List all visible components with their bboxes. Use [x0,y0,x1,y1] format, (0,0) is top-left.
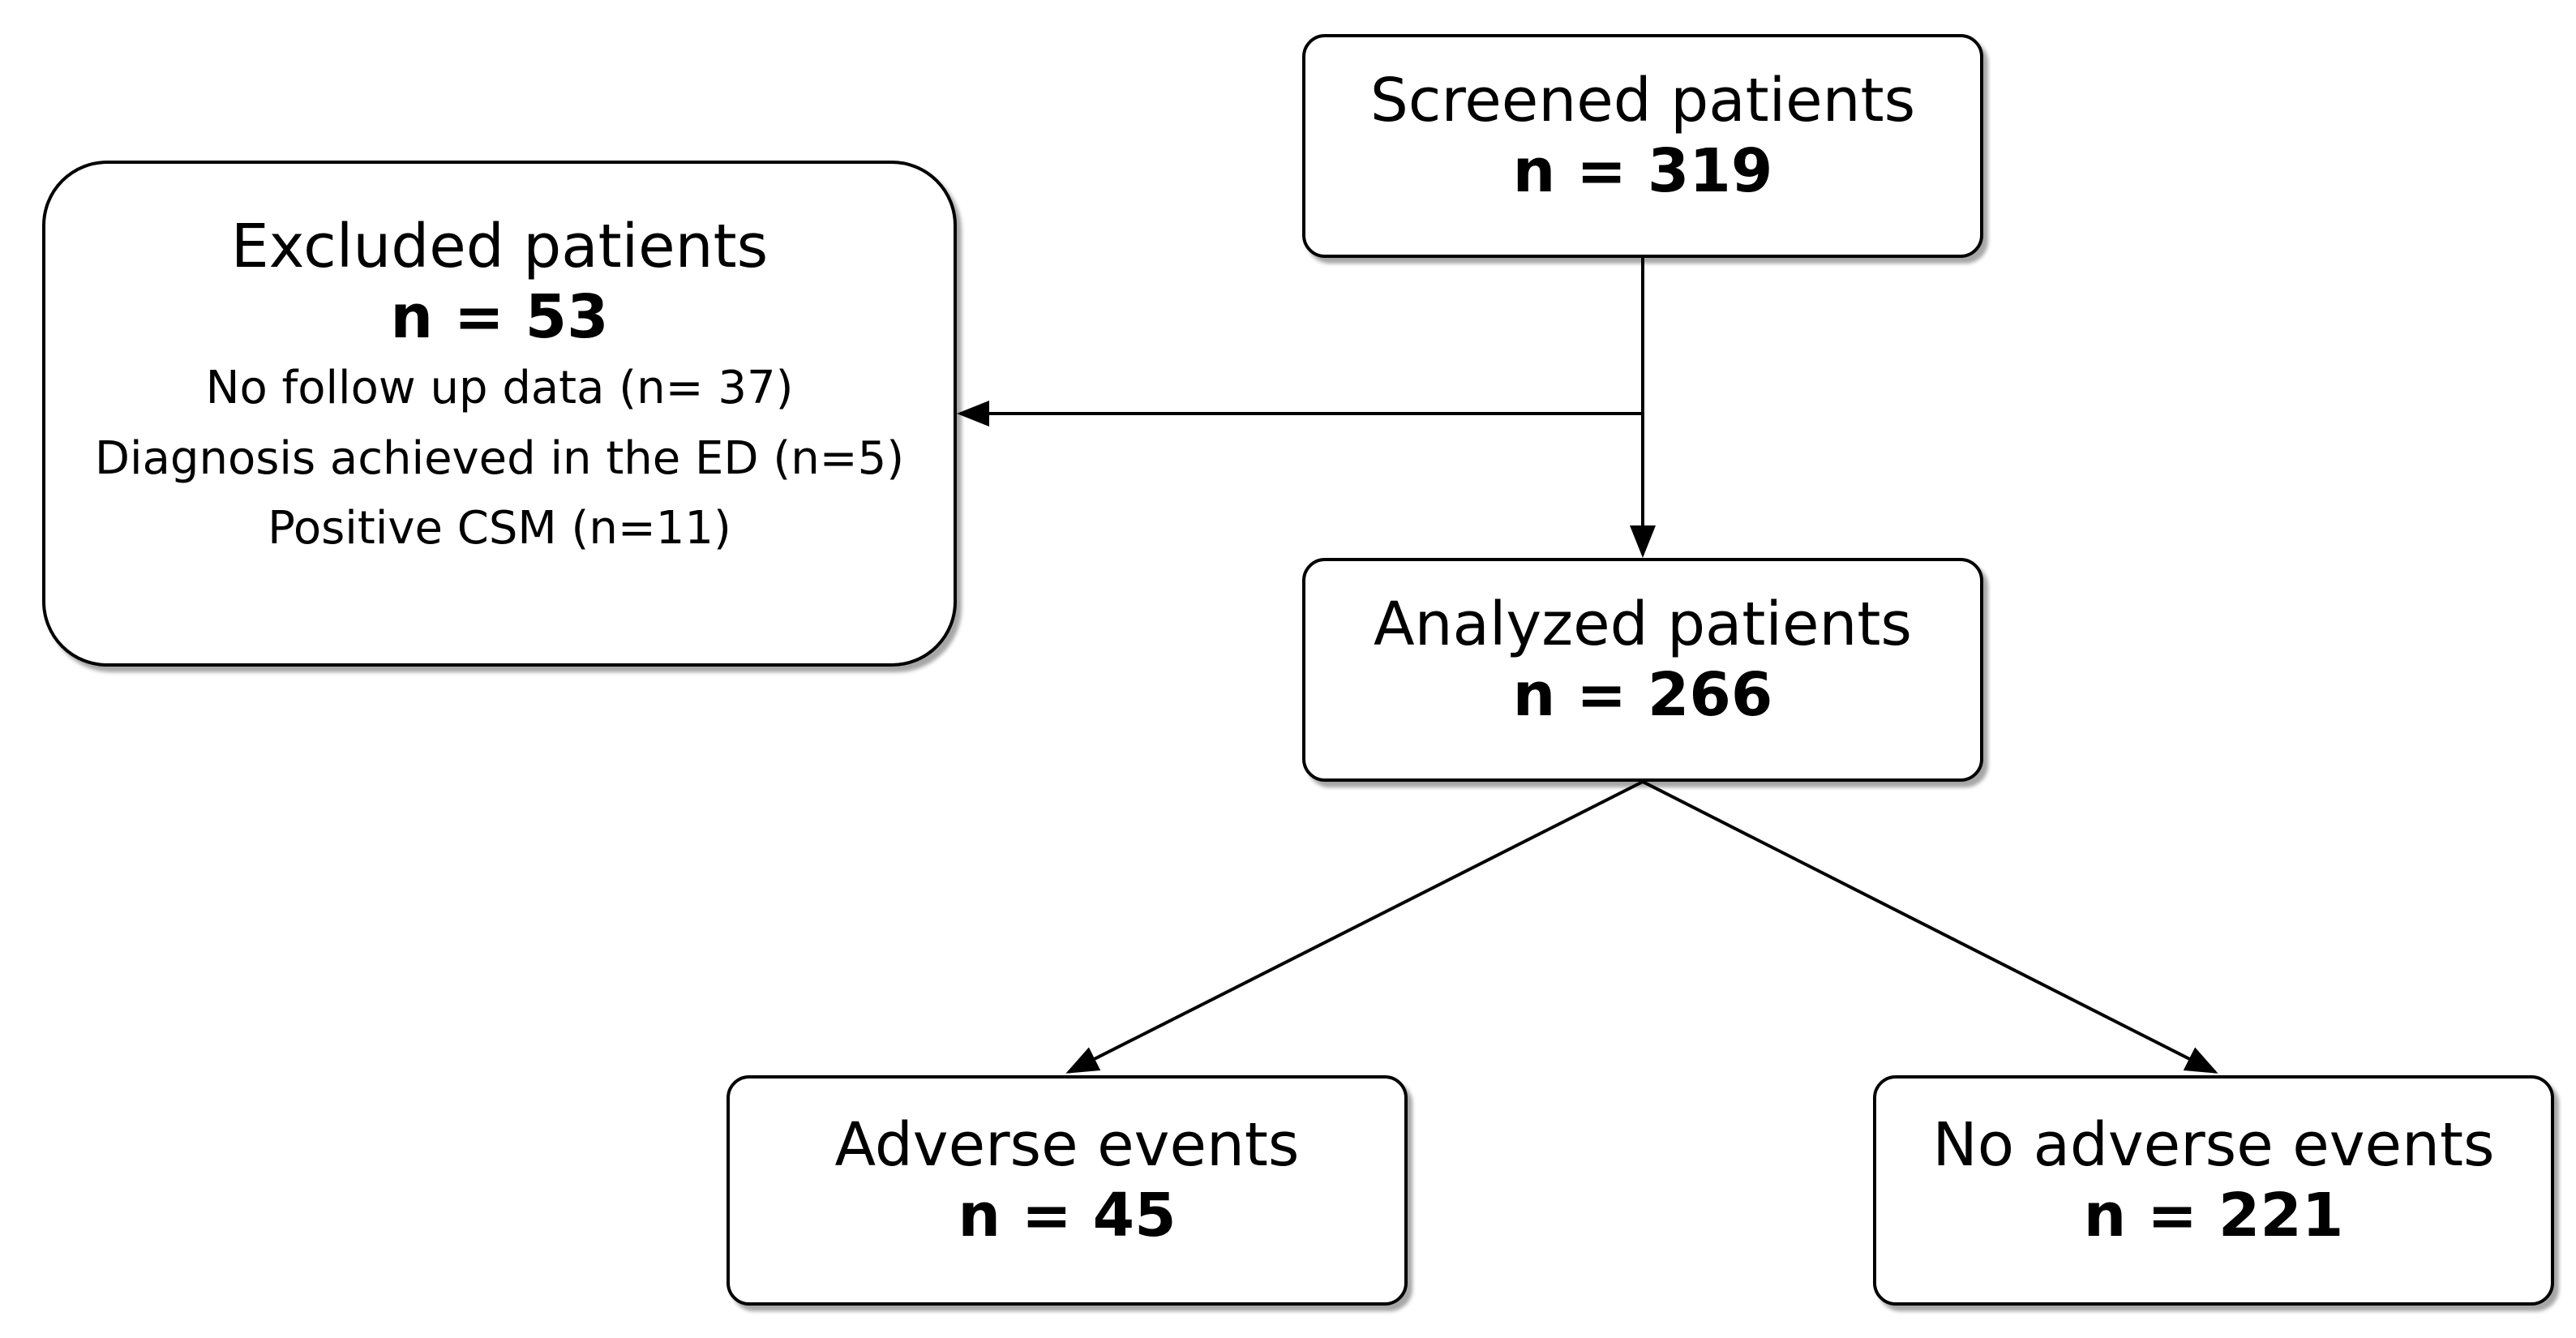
no-adverse-events-box: No adverse events n = 221 [1873,1075,2554,1306]
analyzed-title: Analyzed patients [1374,590,1912,659]
adverse-events-box: Adverse events n = 45 [727,1075,1408,1306]
analyzed-count: n = 266 [1512,660,1773,731]
excluded-patients-box: Excluded patients n = 53 No follow up da… [42,161,957,667]
excluded-count: n = 53 [390,282,609,353]
screened-patients-box: Screened patients n = 319 [1302,34,1983,258]
arrow-to-adverse [1065,780,1644,1074]
arrow-to-no-adverse [1642,780,2218,1074]
excluded-title: Excluded patients [230,212,769,281]
excluded-reason-no-follow-up: No follow up data (n= 37) [205,361,794,414]
adverse-count: n = 45 [958,1181,1177,1251]
adverse-title: Adverse events [834,1110,1300,1180]
no-adverse-count: n = 221 [2083,1181,2344,1251]
no-adverse-title: No adverse events [1932,1110,2495,1180]
analyzed-patients-box: Analyzed patients n = 266 [1302,558,1983,782]
excluded-reason-positive-csm: Positive CSM (n=11) [268,502,731,555]
screened-title: Screened patients [1369,66,1916,135]
excluded-reason-diagnosis-ed: Diagnosis achieved in the ED (n=5) [94,431,905,485]
screened-count: n = 319 [1512,136,1773,207]
